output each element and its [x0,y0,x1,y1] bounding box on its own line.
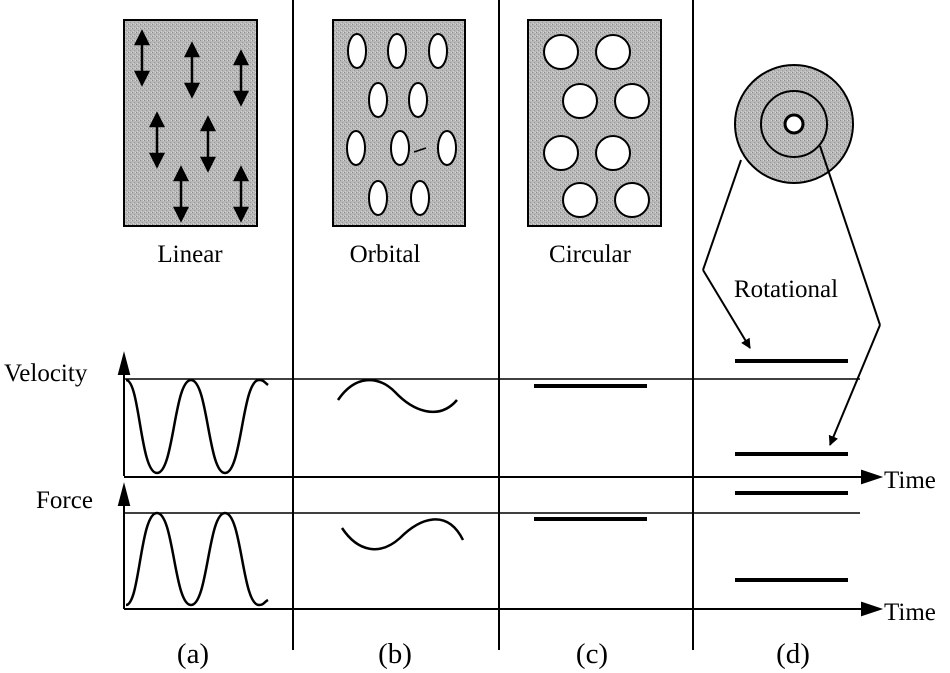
panel-d-caption: (d) [776,638,810,670]
panel-b-name: Orbital [350,241,421,268]
circular-holes [543,34,650,218]
panel-d-name: Rotational [734,276,838,303]
column-dividers [292,0,694,650]
force-axis-label: Force [36,487,93,514]
double-arrow-icon [148,111,166,169]
linear-block [123,19,258,227]
panel-a-caption: (a) [177,638,209,670]
pointer-outer-to-velocity [702,159,742,271]
circular-block [527,19,662,227]
force-time-label: Time [884,599,936,626]
pointer-inner-to-velocity [819,145,881,326]
double-arrow-icon [172,165,190,223]
panel-c-caption: (c) [576,638,608,670]
velocity-axes [117,351,884,485]
panel-a-name: Linear [157,241,223,268]
panel-c-name: Circular [549,241,632,268]
orbital-velocity-wave [336,378,458,414]
velocity-axis-label: Velocity [4,360,88,387]
rotational-pointer-arrows [702,145,881,446]
double-arrow-icon [199,115,217,173]
force-axes [117,482,884,617]
linear-force-wave [125,511,269,607]
double-arrow-icon [232,165,250,223]
double-arrow-icon [232,49,250,107]
orbital-holes [346,33,457,216]
linear-velocity-wave [125,378,269,475]
double-arrow-icon [183,41,201,99]
double-arrow-icon [133,29,151,87]
velocity-time-label: Time [884,467,936,494]
orbital-force-wave [340,518,465,551]
linear-motion-arrows [133,29,250,223]
rotational-levels [735,359,848,582]
panel-b-caption: (b) [378,638,412,670]
rotational-disc [734,64,854,184]
orbital-block [332,19,466,227]
